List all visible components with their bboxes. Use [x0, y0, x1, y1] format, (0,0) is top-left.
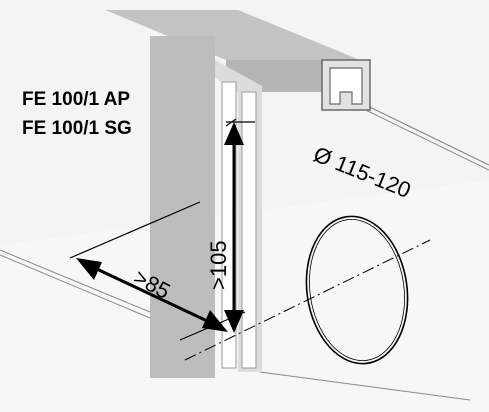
- ceiling-profile-top: [105, 10, 360, 60]
- offset-arrow-right: [202, 310, 228, 332]
- height-arrow-bottom: [224, 310, 244, 333]
- height-ext-top-2: [225, 118, 237, 127]
- ceiling-profile-end-inner: [329, 67, 363, 105]
- height-arrow-top: [224, 122, 244, 145]
- offset-arrow-left: [76, 258, 102, 280]
- offset-ext-line-top: [69, 201, 201, 259]
- duct-centerline-diagonal: [184, 239, 431, 361]
- wall-top-line-2: [344, 99, 489, 171]
- duct-opening-circle-inner: [309, 218, 405, 362]
- wall-edge-line-right: [259, 371, 471, 401]
- offset-dimension-line: [81, 260, 223, 330]
- wall-edge-line-floor: [0, 254, 151, 319]
- vertical-profile-channel-2: [241, 91, 257, 369]
- model-label-ap: FE 100/1 AP: [22, 89, 130, 110]
- duct-opening-circle: [305, 215, 409, 365]
- wall-edge-line-upper: [0, 249, 151, 313]
- model-label-sg: FE 100/1 SG: [22, 118, 132, 139]
- vertical-profile-front: [150, 36, 215, 378]
- height-dimension-label: >105: [206, 240, 231, 290]
